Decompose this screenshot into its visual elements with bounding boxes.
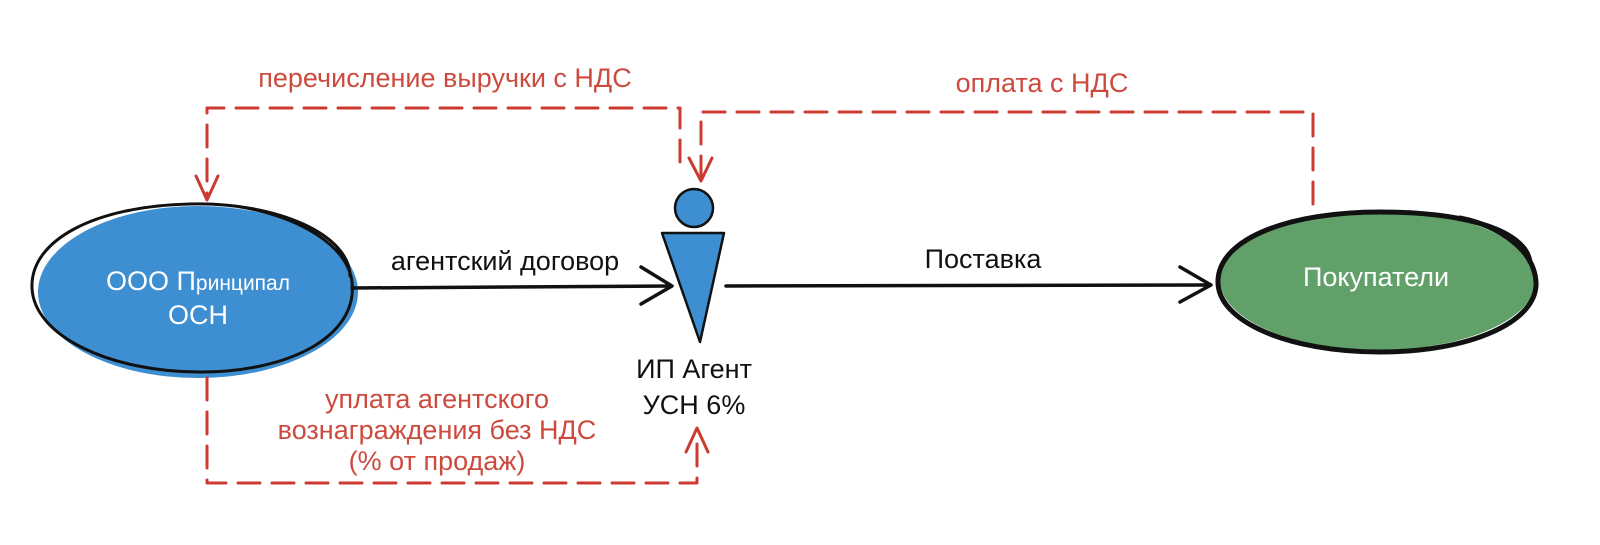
supply-label: Поставка bbox=[925, 244, 1043, 274]
supply-flow: Поставка bbox=[724, 244, 1213, 304]
agent-fee-dashed-line bbox=[205, 376, 699, 485]
agent-label-line2: УСН 6% bbox=[643, 390, 746, 420]
agent-fee-flow: уплата агентского вознаграждения без НДС… bbox=[205, 376, 710, 485]
agent-label-line1: ИП Агент bbox=[636, 354, 752, 384]
supply-arrow-line bbox=[724, 283, 1212, 288]
agent-contract-arrow-line bbox=[350, 284, 672, 290]
buyers-label: Покупатели bbox=[1303, 262, 1449, 292]
payment-with-vat-arrowhead-icon bbox=[687, 156, 714, 183]
agent-fee-arrowhead-icon bbox=[684, 426, 710, 454]
agent-body-icon bbox=[660, 231, 726, 344]
principal-label-line1: ООО Принципал bbox=[106, 266, 290, 296]
agent-figure: ИП Агент УСН 6% bbox=[636, 187, 752, 420]
agent-head-icon bbox=[673, 187, 715, 229]
revenue-transfer-flow: перечисление выручки с НДС bbox=[194, 63, 682, 202]
buyers-ellipse-fill bbox=[1220, 210, 1536, 350]
revenue-transfer-dashed-line bbox=[205, 106, 682, 200]
principal-label-line2: ОСН bbox=[168, 300, 228, 330]
revenue-transfer-label: перечисление выручки с НДС bbox=[258, 63, 631, 93]
revenue-transfer-arrowhead-icon bbox=[194, 174, 220, 202]
payment-with-vat-flow: оплата с НДС bbox=[687, 68, 1315, 206]
agent-contract-label: агентский договор bbox=[391, 246, 619, 276]
buyers-node: Покупатели bbox=[1215, 209, 1539, 355]
principal-ellipse-outline bbox=[30, 202, 354, 374]
agent-fee-label-line1: уплата агентского bbox=[325, 384, 549, 414]
buyers-ellipse-outline bbox=[1215, 209, 1539, 355]
agent-fee-label-line2: вознаграждения без НДС bbox=[278, 415, 597, 445]
agent-contract-arrowhead-icon bbox=[639, 265, 674, 306]
payment-with-vat-label: оплата с НДС bbox=[956, 68, 1129, 98]
agent-fee-label-line3: (% от продаж) bbox=[349, 446, 526, 476]
payment-with-vat-dashed-line bbox=[699, 110, 1315, 206]
agent-contract-flow: агентский договор bbox=[350, 246, 674, 306]
supply-arrowhead-icon bbox=[1178, 265, 1213, 304]
principal-ellipse-fill bbox=[38, 206, 358, 378]
principal-node: ООО Принципал ОСН bbox=[30, 202, 358, 378]
